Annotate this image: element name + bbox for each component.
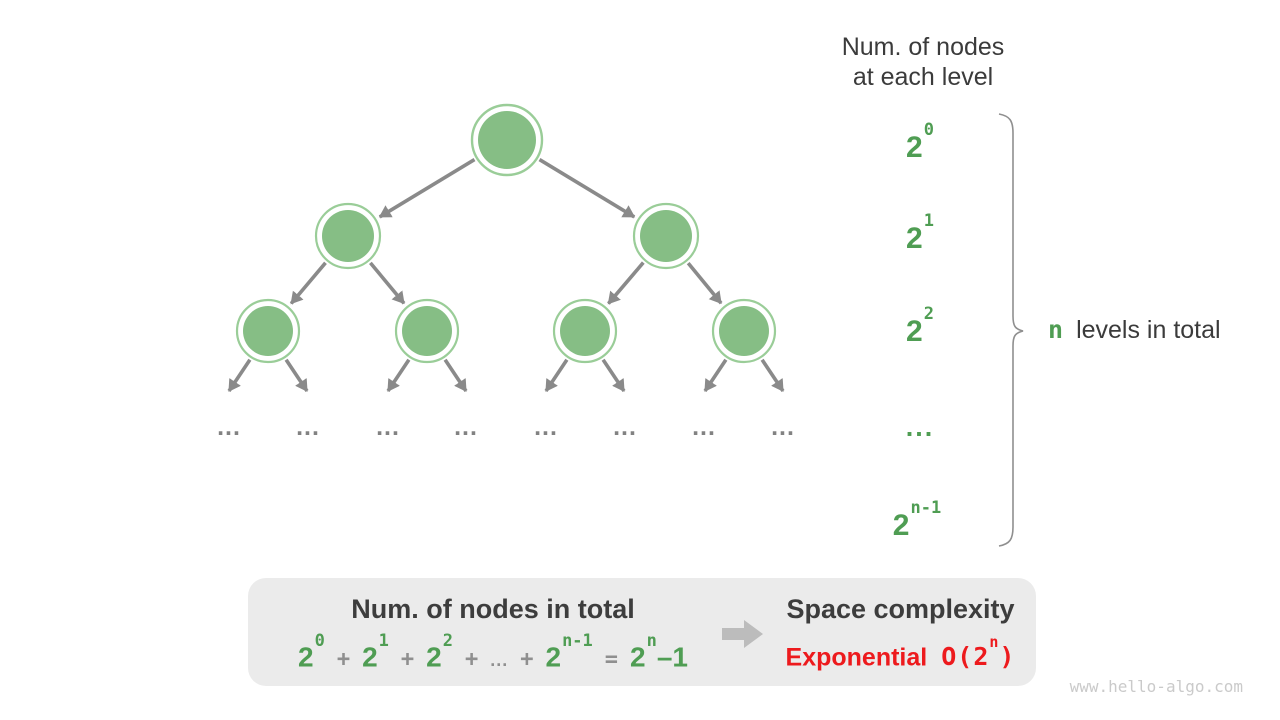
watermark: www.hello-algo.com [1069, 677, 1243, 696]
level-label-2: 22 [870, 304, 970, 349]
level-label-1: 21 [870, 211, 970, 256]
formula-term: 21 [362, 631, 389, 673]
node-fill [560, 306, 610, 356]
tree-ellipsis: ... [376, 413, 400, 441]
tree-ellipsis: ... [613, 413, 637, 441]
tree-nodes [235, 103, 777, 364]
tree-edge-to-dots [443, 358, 468, 393]
formula-term: 22 [426, 631, 453, 673]
formula-result-term: 2n–1 [630, 631, 689, 673]
node-ring [552, 298, 618, 364]
tree-edge-to-dots [601, 358, 626, 393]
brace-label-n: n [1048, 315, 1064, 344]
block-arrow-shape [722, 620, 763, 648]
node-ring [470, 103, 544, 177]
level-exp: 0 [923, 120, 934, 140]
node-ring [711, 298, 777, 364]
tree-edge-to-dots [760, 358, 785, 393]
complexity-word: Exponential [785, 643, 928, 672]
summary-left-column: Num. of nodes in total 20 + 21 + 22 + ..… [258, 578, 728, 680]
right-panel-header: Num. of nodes at each level [800, 32, 1046, 92]
node-ring [394, 298, 460, 364]
tree-edge [378, 158, 476, 219]
equals-sign: = [604, 647, 619, 673]
right-block-arrow-icon [722, 620, 763, 648]
tree-edges [227, 158, 785, 393]
level-base: 2 [906, 315, 923, 348]
node-fill [402, 306, 452, 356]
formula-ellipsis: ... [490, 650, 509, 671]
level-base: 2 [892, 509, 910, 542]
tree-node-root [470, 103, 544, 177]
node-fill [478, 111, 536, 169]
level-label-dots: ... [905, 412, 935, 442]
big-o-notation: O(2n) [941, 633, 1016, 672]
levels-brace [998, 113, 1024, 547]
tree-ellipsis: ... [454, 413, 478, 441]
node-fill [719, 306, 769, 356]
tree-edge-to-dots [544, 358, 569, 393]
level-exp: 2 [923, 304, 934, 324]
formula-term: 2n-1 [545, 631, 593, 673]
tree-node [394, 298, 460, 364]
plus-sign: + [336, 647, 351, 673]
summary-box: Num. of nodes in total 20 + 21 + 22 + ..… [248, 578, 1036, 686]
tree-node [552, 298, 618, 364]
tree-edge [369, 261, 406, 305]
tree-ellipsis: ... [534, 413, 558, 441]
node-fill [243, 306, 293, 356]
tree-edge-to-dots [227, 358, 252, 393]
header-line1: Num. of nodes [841, 33, 1005, 61]
header-line2: at each level [852, 63, 994, 91]
level-exp: n-1 [910, 498, 942, 518]
level-label-n-1: 2n-1 [857, 498, 977, 543]
plus-sign: + [520, 647, 534, 673]
tree-edge [538, 158, 636, 219]
summary-right-column: Space complexity Exponential O(2n) [768, 578, 1033, 675]
node-ring [632, 202, 700, 270]
tree-edge-to-dots [703, 358, 728, 393]
formula-term: 20 [297, 631, 325, 673]
level-base: 2 [906, 131, 923, 164]
node-count-formula: 20 + 21 + 22 + ... + 2n-1 = 2n–1 [258, 631, 728, 680]
tree-node [632, 202, 700, 270]
tree-ellipsis: ... [771, 413, 795, 441]
node-fill [322, 210, 374, 262]
tree-edge-to-dots [386, 358, 411, 393]
tree-edge [607, 261, 645, 305]
level-exp: 1 [923, 211, 934, 231]
tree-edge-to-dots [284, 358, 309, 393]
tree-node [314, 202, 382, 270]
tree-ellipsis: ... [217, 413, 241, 441]
brace-label: n levels in total [1048, 314, 1221, 346]
plus-sign: + [400, 647, 415, 673]
plus-sign: + [464, 647, 479, 673]
tree-ellipsis: ... [692, 413, 716, 441]
tree-edge [289, 261, 327, 305]
tree-node [711, 298, 777, 364]
summary-right-title: Space complexity [786, 594, 1015, 624]
node-fill [640, 210, 692, 262]
tree-node [235, 298, 301, 364]
node-ring [235, 298, 301, 364]
tree-edge [686, 261, 723, 305]
level-label-0: 20 [870, 120, 970, 165]
tree-ellipsis: ... [296, 413, 320, 441]
summary-left-title: Num. of nodes in total [351, 594, 635, 624]
node-ring [314, 202, 382, 270]
level-base: 2 [906, 222, 923, 255]
brace-label-text: levels in total [1076, 316, 1221, 344]
complexity-result: Exponential O(2n) [768, 633, 1033, 675]
